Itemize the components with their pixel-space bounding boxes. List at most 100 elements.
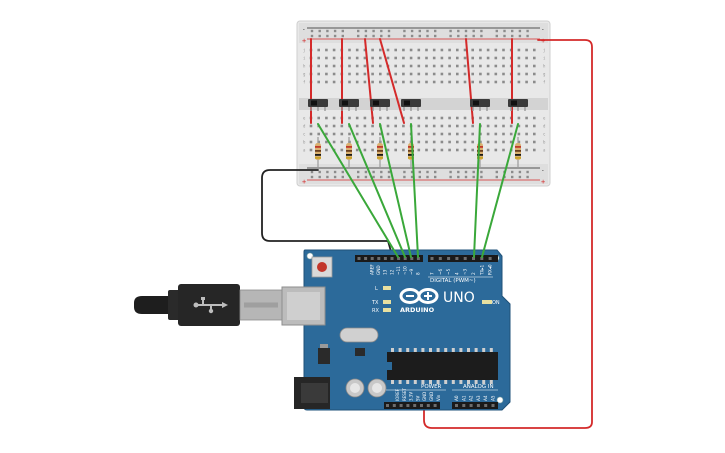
jumper-wire[interactable]	[465, 38, 474, 124]
led-label-l: L	[375, 286, 378, 292]
slide-switch[interactable]	[370, 99, 390, 111]
analog-pin-label: A0	[454, 395, 459, 401]
digital-header-right	[428, 255, 498, 262]
signal-wire[interactable]	[410, 123, 419, 258]
atmega-chip	[387, 352, 498, 380]
signal-wire[interactable]	[473, 123, 481, 258]
row-letter: c	[303, 132, 306, 137]
power-pin-label: Vin	[436, 394, 441, 401]
rail-plus-label-bottom: +	[302, 178, 306, 186]
row-letter: a	[543, 148, 546, 153]
power-pin-label: 5V	[415, 395, 420, 401]
resistor[interactable]	[315, 137, 321, 169]
signal-wires	[317, 123, 519, 258]
row-letter: f	[303, 80, 306, 85]
resistor[interactable]	[515, 137, 521, 169]
rail-plus-label: +	[302, 37, 306, 45]
analog-pin-label: A1	[461, 395, 466, 401]
reset-button-cap[interactable]	[317, 262, 327, 272]
digital-pin-label: 8	[416, 272, 421, 275]
power-pin-label: GND	[422, 392, 427, 401]
status-leds	[383, 286, 492, 312]
digital-pin-label: TX▸1	[479, 264, 484, 276]
digital-pin-label: ~6	[438, 268, 443, 275]
digital-header-left	[355, 255, 423, 262]
ground-wire[interactable]	[261, 169, 393, 256]
row-letter: b	[543, 140, 546, 145]
row-letter: a	[303, 148, 306, 153]
digital-pin-label: AREF	[370, 264, 375, 275]
analog-pin-label: A2	[469, 395, 474, 401]
crystal	[339, 327, 379, 343]
slide-switches	[308, 99, 528, 111]
usb-cable	[134, 284, 283, 326]
jumper-wire[interactable]	[379, 38, 405, 124]
power-pin-label: RESET	[402, 388, 407, 401]
row-letter: e	[303, 116, 306, 121]
signal-wire[interactable]	[379, 123, 412, 258]
row-letter: g	[303, 72, 306, 77]
rail-plus-label-bottom-right: +	[541, 178, 545, 186]
row-letter: i	[303, 56, 306, 61]
arduino-logo	[399, 288, 439, 304]
rail-minus-label-bottom-right: -	[541, 167, 545, 174]
digital-pin-label: ~10	[403, 266, 408, 275]
resistor[interactable]	[377, 137, 383, 169]
power-pin-label: IOREF	[395, 388, 400, 401]
slide-switch[interactable]	[401, 99, 421, 111]
jumper-wire[interactable]	[364, 38, 374, 124]
row-letter: f	[543, 80, 546, 85]
resistors	[315, 137, 521, 169]
arduino-logo-text: ARDUINO	[400, 306, 435, 314]
signal-wire[interactable]	[348, 123, 406, 258]
led-label-rx: RX	[372, 308, 379, 314]
analog-pin-label: A4	[483, 395, 488, 401]
digital-pin-label: 12	[389, 269, 394, 275]
power-pin-label: GND	[429, 392, 434, 401]
digital-pin-label: GND	[376, 265, 381, 275]
digital-pin-label: 7	[430, 272, 435, 275]
row-letter: j	[543, 48, 545, 53]
rail-plus-label-right: +	[541, 37, 545, 45]
resistor[interactable]	[346, 137, 352, 169]
digital-label: DIGITAL (PWM~)	[430, 278, 476, 284]
slide-switch[interactable]	[470, 99, 490, 111]
digital-pin-label: ~5	[446, 268, 451, 275]
digital-pin-label: ~11	[396, 266, 401, 275]
signal-wire[interactable]	[481, 123, 519, 258]
row-letter: d	[303, 124, 306, 129]
analog-label: ANALOG IN	[463, 384, 494, 390]
power-pin-label: 3.3V	[409, 392, 414, 401]
slide-switch[interactable]	[308, 99, 328, 111]
row-letter: i	[543, 56, 546, 61]
rail-minus-label: -	[302, 26, 306, 33]
row-letter: j	[303, 48, 305, 53]
digital-pin-label: 13	[383, 269, 388, 275]
signal-wire[interactable]	[317, 123, 399, 258]
slide-switch[interactable]	[508, 99, 528, 111]
slide-switch[interactable]	[339, 99, 359, 111]
voltage-regulator	[318, 348, 330, 364]
row-letter: d	[543, 124, 546, 129]
row-letter: c	[543, 132, 546, 137]
analog-pin-label: A5	[491, 395, 496, 401]
digital-pin-label: 2	[471, 272, 476, 275]
digital-pin-label: 4	[454, 272, 459, 275]
digital-pin-label: RX◂0	[488, 264, 493, 275]
breadboard-bottom-rail	[299, 164, 548, 184]
power-wire-5v[interactable]	[423, 39, 593, 429]
digital-pin-label: ~3	[463, 268, 468, 275]
power-label: POWER	[421, 384, 442, 390]
rail-minus-label-right: -	[541, 26, 545, 33]
row-letter: h	[303, 64, 306, 69]
on-label: ON	[492, 300, 500, 306]
breadboard-top-rail	[299, 23, 548, 43]
led-label-tx: TX	[371, 300, 379, 306]
row-letter: h	[543, 64, 546, 69]
board-model: UNO	[443, 290, 475, 306]
row-letter: g	[543, 72, 546, 77]
analog-header	[452, 402, 498, 409]
